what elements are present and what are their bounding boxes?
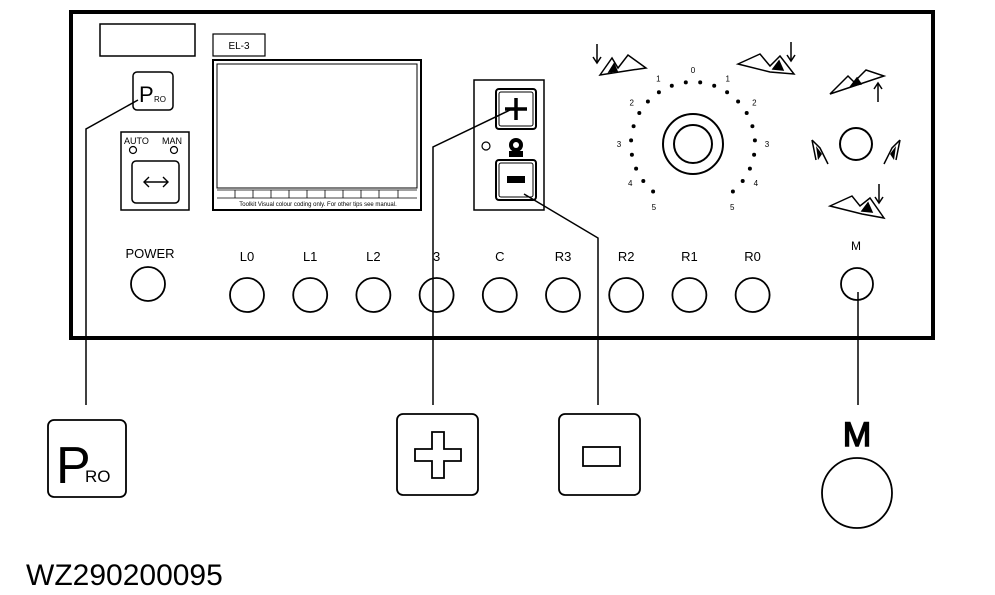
hitch-button[interactable] (608, 277, 645, 313)
dial-scale-number: 0 (691, 66, 696, 75)
dial-scale-dot (752, 152, 757, 157)
display-footer-text: Toolkit Visual colour coding only. For o… (239, 202, 397, 208)
m-button-panel[interactable] (840, 267, 874, 301)
dial-scale-dot (631, 124, 636, 129)
lower-left-hitch-icon (592, 44, 648, 77)
minus-button-panel[interactable] (495, 159, 537, 201)
dial-scale-dot (740, 179, 745, 183)
pro-button-panel[interactable]: P RO (132, 71, 174, 111)
hitch-button-row: L0 L1 L2 3 C R3 R2 R1 R0 (229, 249, 771, 313)
dial-scale-dot (747, 166, 752, 171)
dial-scale-dot (736, 99, 741, 104)
dial-scale-number: 4 (628, 179, 633, 188)
raise-hitch-icon (829, 69, 887, 102)
dial-scale-dot (634, 166, 639, 171)
power-button[interactable] (130, 266, 166, 302)
dial-scale-dot (752, 138, 757, 143)
hitch-button[interactable] (355, 277, 392, 313)
dial-scale-dot (669, 83, 674, 88)
pro-button-panel-p: P (139, 82, 154, 107)
hitch-button-label: L1 (303, 249, 317, 264)
lower-right-hitch-icon (735, 42, 796, 75)
display-soft-keys (217, 189, 417, 199)
lower-hitch-icon (827, 184, 886, 220)
dial-scale-dot (629, 152, 634, 157)
dial-scale-dot (641, 179, 646, 183)
minus-icon (507, 176, 525, 183)
dial-scale-number: 1 (656, 75, 661, 84)
dial-scale-dot (651, 189, 656, 194)
panel-frame (69, 10, 935, 340)
dial-scale-dot (730, 189, 735, 194)
dial-scale-dot (683, 80, 688, 85)
plus-icon (505, 98, 527, 120)
man-indicator-led (169, 145, 179, 155)
dial-scale-dot (656, 90, 661, 95)
hitch-button-label: L2 (366, 249, 380, 264)
dial-scale-number: 3 (617, 140, 622, 149)
sway-control-icon (811, 127, 901, 165)
pro-callout-p: P (56, 437, 91, 495)
hitch-button-label: C (495, 249, 504, 264)
model-tag (212, 33, 266, 57)
hitch-button[interactable] (292, 277, 329, 313)
hitch-button[interactable] (229, 277, 265, 313)
man-label: MAN (162, 136, 182, 146)
leader-lines (85, 99, 859, 405)
dial-scale-dot (645, 99, 650, 104)
hitch-button[interactable] (481, 277, 518, 313)
m-callout-label: M (843, 416, 871, 454)
dial-scale-dots (629, 80, 757, 194)
m-button-panel-label: M (851, 239, 861, 253)
plus-outline-icon (414, 431, 462, 479)
hitch-button-label: R0 (744, 249, 761, 264)
adjust-mode-icon (509, 138, 523, 157)
model-tag-label: EL-3 (228, 41, 250, 52)
hitch-button-label: R2 (618, 249, 635, 264)
dial-scale-number: 5 (652, 203, 657, 212)
hitch-button-label: R3 (555, 249, 572, 264)
dial-scale-numbers: 0 1 2 3 4 5 5 4 3 2 1 (617, 66, 770, 212)
rotary-dial[interactable] (662, 113, 724, 175)
dial-scale-number: 1 (725, 75, 730, 84)
hitch-button[interactable] (545, 277, 581, 313)
minus-outline-icon (582, 446, 621, 467)
hitch-button-label: R1 (681, 249, 698, 264)
dial-scale-number: 2 (629, 99, 634, 108)
dial-scale-number: 2 (752, 99, 757, 108)
dial-scale-dot (698, 80, 703, 85)
hitch-button-label: L0 (240, 249, 254, 264)
hitch-button[interactable] (734, 277, 771, 313)
m-button-callout: M (821, 415, 893, 529)
auto-man-selector: AUTO MAN (120, 131, 190, 211)
dial-scale-number: 5 (730, 203, 735, 212)
hitch-button[interactable] (418, 277, 455, 313)
power-label: POWER (125, 246, 174, 261)
minus-button-callout (558, 413, 641, 496)
dial-scale-dot (712, 83, 717, 88)
blank-label-plate (99, 23, 196, 57)
dial-scale-number: 4 (754, 179, 759, 188)
dial-scale-dot (629, 138, 634, 143)
dial-scale-dot (750, 124, 755, 129)
figure-id: WZ290200095 (26, 559, 223, 592)
auto-label: AUTO (124, 136, 149, 146)
plus-button-panel[interactable] (495, 88, 537, 130)
hitch-button[interactable] (671, 277, 708, 313)
dial-scale-dot (744, 111, 749, 115)
display-inner (216, 63, 418, 189)
dial-scale-dot (725, 90, 730, 95)
auto-man-toggle-button[interactable] (131, 160, 180, 204)
pro-button-panel-ro: RO (154, 95, 166, 104)
dial-scale-dot (637, 111, 642, 115)
pro-callout-ro: RO (85, 467, 111, 486)
auto-indicator-led (128, 145, 138, 155)
adjust-indicator-led (481, 141, 491, 151)
hitch-button-label: 3 (433, 249, 440, 264)
dial-scale-number: 3 (765, 140, 770, 149)
double-arrow-icon (143, 176, 169, 188)
pro-button-callout: P RO (47, 419, 127, 498)
plus-button-callout (396, 413, 479, 496)
